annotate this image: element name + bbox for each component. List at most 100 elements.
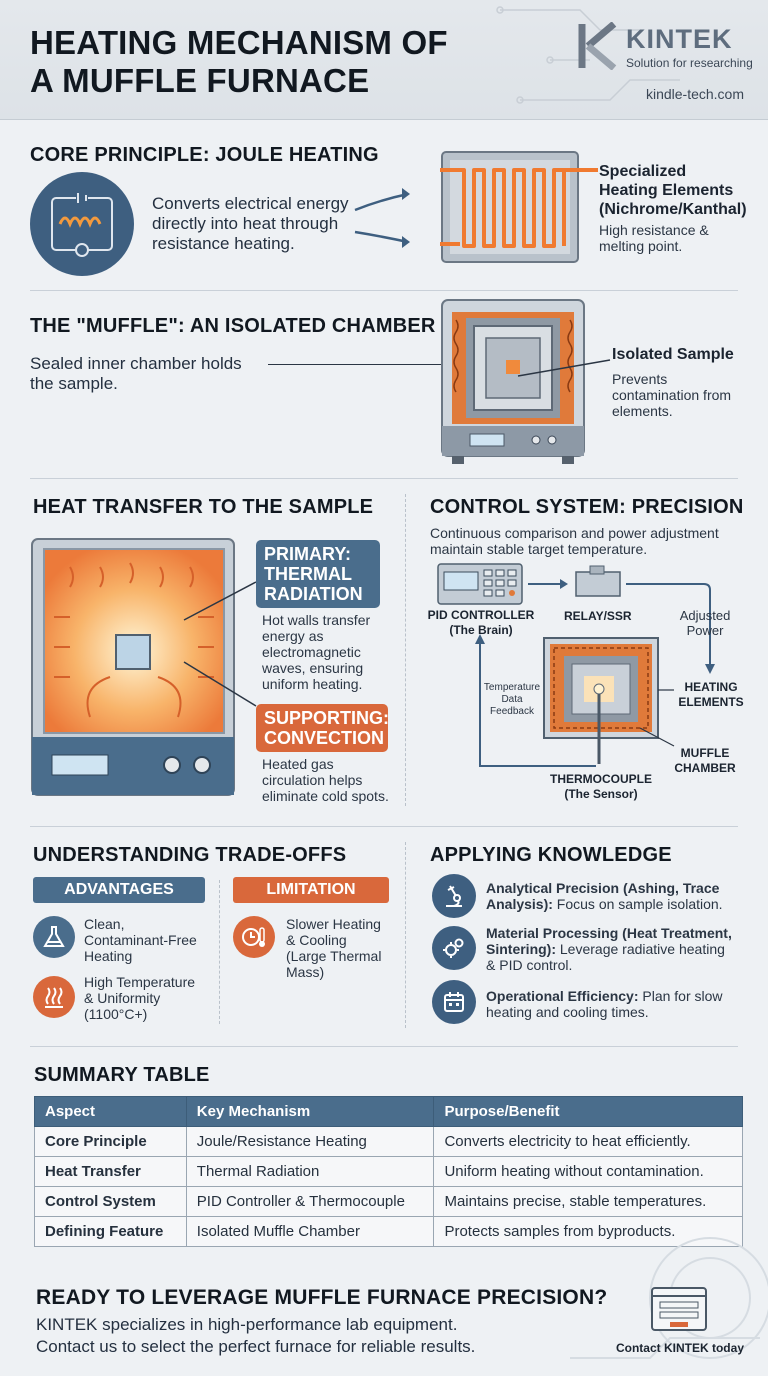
badge-line: CONVECTION [264,728,385,748]
microscope-icon [432,874,476,918]
thermo-line: (The Sensor) [564,787,638,801]
column-header: Purpose/Benefit [433,1096,743,1127]
badge-line: PRIMARY: [264,544,351,564]
divider [30,478,738,479]
transfer-heading: HEAT TRANSFER TO THE SAMPLE [33,496,374,518]
applying-heading: APPLYING KNOWLEDGE [430,844,672,866]
muffle-text-line: Sealed inner chamber holds [30,354,242,373]
divider [30,1046,738,1047]
adv-line: (1100°C+) [84,1006,148,1022]
table-cell: Uniform heating without contamination. [433,1156,743,1187]
calendar-icon [432,980,476,1024]
advantage-1: Clean, Contaminant-Free Heating [84,916,197,964]
limitation-label: LIMITATION [233,877,389,903]
adjusted-power-label: Adjusted Power [660,608,750,638]
tradeoffs-heading: UNDERSTANDING TRADE-OFFS [33,844,347,866]
transfer-pointers [183,581,257,707]
cta-line: KINTEK specializes in high-performance l… [36,1315,458,1334]
core-heading: CORE PRINCIPLE: JOULE HEATING [30,144,379,166]
sample-desc: Prevents contamination from elements. [612,371,731,419]
supporting-convection-badge: SUPPORTING: CONVECTION [256,704,389,752]
feedback-line: Feedback [490,706,534,717]
muffle-pointer-line [268,364,518,365]
muffle-furnace-illustration [441,299,585,464]
summary-heading: SUMMARY TABLE [34,1064,210,1086]
cta-section [0,1237,768,1376]
column-divider [405,494,406,806]
core-text-line: resistance heating. [152,234,295,253]
lim-line: (Large Thermal [286,948,382,964]
adv-line: & Uniformity [84,990,161,1006]
cta-line: Contact us to select the perfect furnace… [36,1337,476,1356]
table-row: Heat Transfer Thermal Radiation Uniform … [34,1156,743,1187]
thermocouple-label: THERMOCOUPLE (The Sensor) [536,772,666,802]
pid-line: PID CONTROLLER [427,608,535,622]
adv-line: Heating [84,948,133,964]
core-description: Converts electrical energy directly into… [152,194,349,254]
badge-line: RADIATION [264,584,363,604]
kintek-logo-mark-icon [578,22,617,70]
circuit-icon [30,172,134,276]
muffle-chamber-label: MUFFLE CHAMBER [670,746,740,776]
thermo-line: THERMOCOUPLE [550,772,652,786]
apply-text: heating and cooling times. [486,1004,649,1020]
intro-line: maintain stable target temperature. [430,541,648,557]
adv-line: Clean, [84,916,125,932]
site-url[interactable]: kindle-tech.com [645,86,744,102]
feedback-line: Data [501,694,523,705]
heating-elements-label: HEATING ELEMENTS [676,680,746,710]
desc-line: Heated gas [262,756,334,772]
element-title-line: Heating Elements [599,182,734,199]
primary-radiation-badge: PRIMARY: THERMAL RADIATION [256,540,380,608]
apply-text: & PID control. [486,957,573,973]
table-cell: Joule/Resistance Heating [185,1126,435,1157]
element-title-line: (Nichrome/Kanthal) [599,201,747,218]
desc-line: circulation helps [262,772,363,788]
header-banner: HEATING MECHANISM OF A MUFFLE FURNACE KI… [0,0,768,120]
sample-title: Isolated Sample [612,346,734,363]
apply-item-3: Operational Efficiency: Plan for slow he… [486,988,723,1020]
table-cell: Isolated Muffle Chamber [185,1216,435,1247]
advantages-label: ADVANTAGES [33,877,205,903]
relay-label: RELAY/SSR [564,609,632,623]
core-arrows [354,188,410,248]
heating-element-coil [440,151,598,263]
control-heading: CONTROL SYSTEM: PRECISION [430,496,744,518]
apply-item-2: Material Processing (Heat Treatment, Sin… [486,925,732,973]
heating-line: ELEMENTS [678,695,744,709]
apply-bold: Operational Efficiency: [486,988,639,1004]
table-cell: Converts electricity to heat efficiently… [433,1126,743,1157]
table-cell: Core Principle [34,1126,187,1157]
intro-line: Continuous comparison and power adjustme… [430,525,719,541]
lim-line: Slower Heating [286,916,381,932]
page-title: HEATING MECHANISM OF A MUFFLE FURNACE [30,24,500,100]
muffle-line: MUFFLE [680,746,730,760]
element-desc-line: melting point. [599,238,683,254]
table-row: Defining Feature Isolated Muffle Chamber… [34,1216,743,1247]
cta-heading: READY TO LEVERAGE MUFFLE FURNACE PRECISI… [36,1286,608,1309]
brand-tagline: Solution for researching [626,56,753,70]
contact-link[interactable]: Contact KINTEK today [615,1341,744,1355]
pid-controller-label: PID CONTROLLER (The Brain) [426,608,536,638]
sample-desc-line: Prevents [612,371,668,387]
contact-form-icon[interactable] [650,1286,710,1334]
control-intro: Continuous comparison and power adjustme… [430,525,719,557]
circuit-pattern [496,6,680,104]
column-header: Aspect [34,1096,187,1127]
core-text-line: Converts electrical energy [152,194,349,213]
control-loop-diagram [437,563,715,767]
table-cell: Thermal Radiation [185,1156,435,1187]
table-row: Control System PID Controller & Thermoco… [34,1186,743,1217]
summary-table: Aspect Key Mechanism Purpose/Benefit Cor… [34,1096,743,1247]
gears-icon [432,926,476,970]
element-title: Specialized Heating Elements (Nichrome/K… [599,162,747,219]
apply-bold: Material Processing (Heat Treatment, [486,925,732,941]
title-line-1: HEATING MECHANISM OF [30,24,448,61]
column-divider [405,842,406,1028]
divider [30,290,738,291]
table-cell: PID Controller & Thermocouple [185,1186,435,1217]
tradeoff-divider [219,880,220,1024]
desc-line: Hot walls transfer [262,612,371,628]
sample-desc-line: elements. [612,403,673,419]
lim-line: Mass) [286,964,325,980]
